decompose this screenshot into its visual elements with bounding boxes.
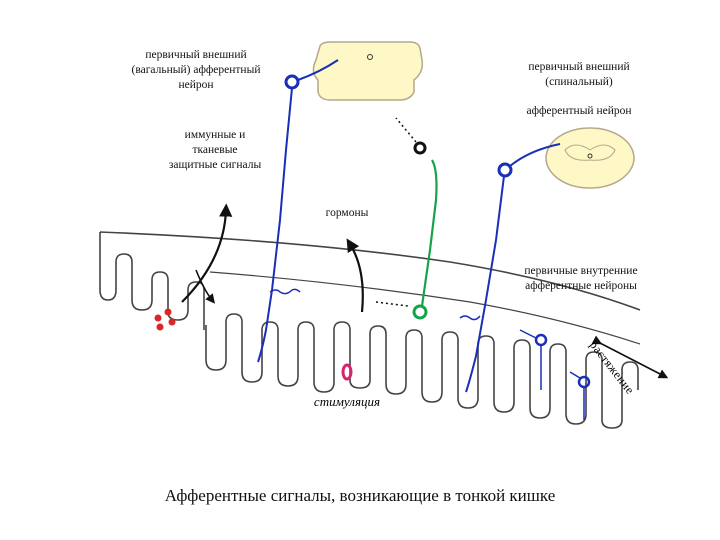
label-immune-signals: иммунные и тканевые защитные сигналы — [168, 129, 262, 171]
enteric-neuron-axon — [420, 159, 438, 307]
label-spinal-neuron: первичный внешний (спинальный) — [528, 61, 630, 88]
spinal-ending — [459, 315, 481, 321]
intrinsic-process-2 — [569, 371, 585, 420]
spinal-canal-right — [587, 153, 593, 159]
vagal-neuron-axon — [257, 59, 339, 363]
label-vagal-neuron: первичный внешний (вагальный) афферентны… — [131, 49, 261, 91]
label-stimulation: стимуляция — [313, 394, 381, 409]
label-afferent-neuron: афферентный нейрон — [526, 105, 632, 117]
hormone-arrow — [346, 238, 364, 313]
enteroendocrine-cell — [341, 363, 353, 381]
vagal-ending — [269, 288, 301, 295]
spinal-neuron-axon — [465, 143, 561, 393]
immune-signal-arrow-2 — [195, 269, 215, 304]
enteric-dotted — [375, 301, 409, 307]
figure-caption: Афферентные сигналы, возникающие в тонко… — [164, 486, 556, 505]
spinal-canal-upper — [367, 54, 373, 60]
black-neuron-soma — [413, 141, 427, 155]
label-hormones: гормоны — [325, 207, 369, 219]
spinal-gray-matter — [564, 144, 616, 161]
immune-cells — [154, 308, 176, 331]
spinal-cord-section-upper — [312, 41, 424, 101]
lamina-propria-line — [209, 271, 641, 345]
intestinal-wall — [99, 231, 641, 429]
black-neuron-dotted — [395, 117, 417, 143]
spinal-neuron-soma — [497, 162, 513, 178]
immune-signal-arrow — [181, 203, 233, 303]
intrinsic-neuron-2 — [577, 375, 591, 389]
enteric-neuron-soma — [412, 304, 428, 320]
stretch-arrow — [591, 335, 669, 379]
vagal-neuron-soma — [284, 74, 300, 90]
label-internal-neurons: первичные внутренние афферентные нейроны — [524, 265, 638, 292]
intrinsic-process-1 — [519, 329, 542, 390]
intrinsic-neuron-1 — [534, 333, 548, 347]
